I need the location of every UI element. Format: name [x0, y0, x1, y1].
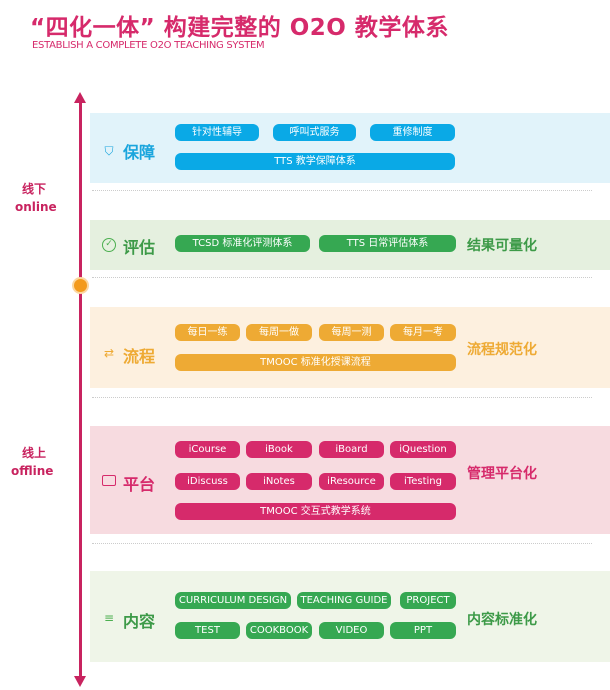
- pill: TTS 日常评估体系: [319, 235, 456, 252]
- pill: TMOOC 标准化授课流程: [175, 354, 456, 371]
- pill: TMOOC 交互式教学系统: [175, 503, 456, 520]
- section-label: 保障: [123, 143, 156, 162]
- list-icon: ≡: [103, 611, 115, 625]
- pill: iBook: [246, 441, 312, 458]
- section-summary: 管理平台化: [467, 466, 537, 482]
- arrow-down-icon: [74, 676, 86, 687]
- section-process: [90, 307, 610, 388]
- section-summary: 流程规范化: [467, 342, 537, 358]
- page-title: “四化一体” 构建完整的 O2O 教学体系: [30, 15, 449, 41]
- section-label: 流程: [123, 347, 156, 366]
- divider: [92, 190, 592, 191]
- axis-divider-dot: [72, 277, 89, 294]
- pill: TEST: [175, 622, 240, 639]
- pill: TTS 教学保障体系: [175, 153, 455, 170]
- pill: 每月一考: [390, 324, 456, 341]
- pill: VIDEO: [319, 622, 384, 639]
- offline-label-cn: 线下: [22, 182, 47, 196]
- pill: COOKBOOK: [246, 622, 312, 639]
- section-label: 内容: [123, 612, 156, 631]
- section-summary: 内容标准化: [467, 612, 537, 628]
- divider: [92, 397, 592, 398]
- online-label-cn: 线上: [22, 446, 47, 460]
- pill: 每日一练: [175, 324, 240, 341]
- pill: iCourse: [175, 441, 240, 458]
- pill: PPT: [390, 622, 456, 639]
- pill: iQuestion: [390, 441, 456, 458]
- monitor-icon: [102, 475, 116, 486]
- divider: [92, 543, 592, 544]
- pill: iResource: [319, 473, 384, 490]
- pill: CURRICULUM DESIGN: [175, 592, 291, 609]
- pill: TCSD 标准化评测体系: [175, 235, 310, 252]
- pill: TEACHING GUIDE: [297, 592, 391, 609]
- pill: 针对性辅导: [175, 124, 259, 141]
- section-label: 平台: [123, 475, 156, 494]
- offline-label-en: offline: [11, 464, 54, 478]
- page-subtitle: ESTABLISH A COMPLETE O2O TEACHING SYSTEM: [32, 40, 265, 51]
- pill: iTesting: [390, 473, 456, 490]
- section-label: 评估: [123, 238, 156, 257]
- pill: iDiscuss: [175, 473, 240, 490]
- pill: iNotes: [246, 473, 312, 490]
- section-summary: 结果可量化: [467, 238, 537, 254]
- pill: 每周一测: [319, 324, 384, 341]
- online-label-en: online: [15, 200, 57, 214]
- shield-icon: ⛉: [104, 144, 114, 158]
- check-circle-icon: ✓: [102, 238, 116, 252]
- pill: 每周一做: [246, 324, 312, 341]
- pill: iBoard: [319, 441, 384, 458]
- divider: [92, 277, 592, 278]
- pill: 重修制度: [370, 124, 455, 141]
- section-content: [90, 571, 610, 662]
- pill: 呼叫式服务: [273, 124, 356, 141]
- timeline-axis: [79, 100, 82, 678]
- pill: PROJECT: [400, 592, 456, 609]
- arrow-up-icon: [74, 92, 86, 103]
- flow-icon: ⇄: [103, 346, 115, 360]
